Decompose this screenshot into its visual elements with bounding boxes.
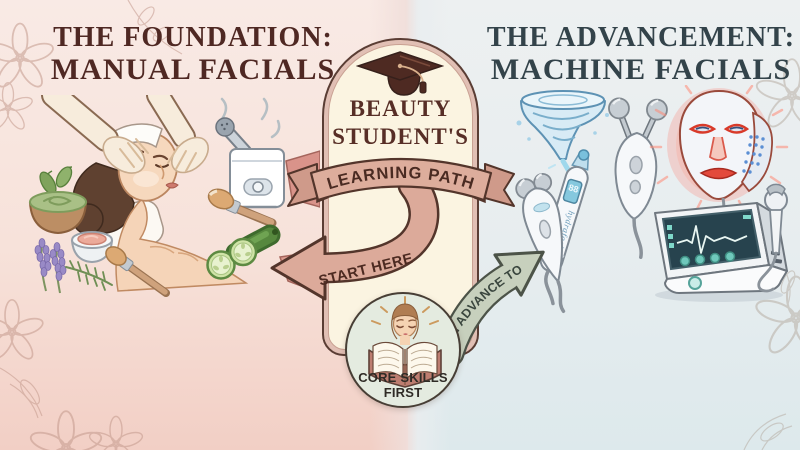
cucumber-slice-icon xyxy=(206,250,236,280)
center-header-line2: STUDENT'S xyxy=(332,124,469,149)
badge-label-line2: FIRST xyxy=(383,385,423,400)
ultrasound-probe-icon xyxy=(757,183,788,293)
machine-facials-illustration: 88 hydrafacial xyxy=(515,85,789,313)
microcurrent-wand-icon xyxy=(608,97,668,259)
green-mask-bowl-icon xyxy=(28,166,88,235)
flower-sketch-icons-left xyxy=(0,0,183,450)
reader-illustration xyxy=(368,296,442,388)
rays-icon xyxy=(371,296,439,325)
rosemary-sprig-icon xyxy=(65,260,113,291)
center-header: BEAUTY STUDENT'S xyxy=(322,95,479,151)
handheld-microcurrent-icon xyxy=(515,173,566,313)
facial-steamer-icon xyxy=(215,97,285,209)
left-title-line1: THE FOUNDATION: xyxy=(53,22,333,53)
left-title-line2: MANUAL FACIALS xyxy=(50,53,336,86)
right-panel-title: THE ADVANCEMENT: MACHINE FACIALS xyxy=(484,22,798,86)
facial-machine-icon xyxy=(654,202,788,302)
open-book-icon xyxy=(368,341,442,388)
machine-waveform xyxy=(676,225,748,254)
right-title-line1: THE ADVANCEMENT: xyxy=(486,22,796,53)
machine-screen-icons xyxy=(667,215,751,248)
center-header-line1: BEAUTY xyxy=(349,96,452,121)
led-mask-icon xyxy=(649,85,789,224)
facial-massage-scene xyxy=(41,95,249,292)
machine-screen-buttons xyxy=(679,251,736,267)
cucumber-icon xyxy=(206,224,281,280)
cucumber-slice-icon xyxy=(228,237,258,267)
start-here-arrow: START HERE xyxy=(270,175,440,301)
pink-mask-bowl-icon xyxy=(70,231,114,264)
makeup-brush-small-icon xyxy=(105,246,170,297)
left-panel-title: THE FOUNDATION: MANUAL FACIALS xyxy=(26,22,360,86)
hydra-vortex-icon xyxy=(516,90,609,176)
pen-screen-value: 88 xyxy=(567,182,580,194)
right-title-line2: MACHINE FACIALS xyxy=(490,53,792,86)
manual-facials-illustration xyxy=(28,95,320,297)
badge-label-line1: CORE SKILLS xyxy=(358,370,448,385)
lavender-icon xyxy=(34,238,67,294)
graduation-cap-icon xyxy=(356,51,444,96)
makeup-brush-icon xyxy=(207,188,277,228)
machine-power-button xyxy=(688,276,702,290)
badge-label: CORE SKILLS FIRST xyxy=(347,370,459,400)
core-skills-badge: CORE SKILLS FIRST xyxy=(345,292,461,408)
learning-path-ribbon: LEARNING PATH xyxy=(287,157,515,207)
